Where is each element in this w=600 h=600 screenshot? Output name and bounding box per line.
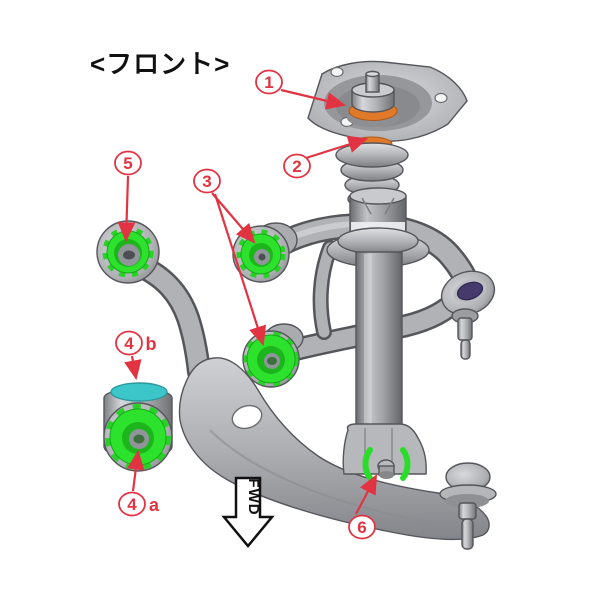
strut-lower-bracket: [342, 423, 427, 481]
lightening-hole: [231, 404, 263, 430]
lower-ball-joint: [439, 462, 497, 550]
svg-text:3: 3: [202, 172, 211, 191]
strut-body: [355, 251, 403, 431]
cap-4b-cyan: [110, 382, 168, 402]
page-title: <フロント>: [90, 49, 231, 79]
callout-2: 2: [283, 153, 311, 179]
callout-3: 3: [193, 168, 221, 194]
bushing-4a: [103, 402, 173, 472]
fwd-label: FWD: [245, 478, 262, 515]
callout-1: 1: [255, 69, 283, 95]
svg-text:6: 6: [357, 518, 366, 537]
purple-bushing: [456, 281, 484, 301]
bushing-3-lower: [242, 323, 304, 388]
bolt-hole: [434, 92, 448, 104]
spring-seat-collar: [326, 227, 430, 268]
svg-text:5: 5: [123, 154, 132, 173]
svg-text:1: 1: [264, 73, 273, 92]
mount-bushing-orange: [347, 70, 399, 127]
lower-arm-blade: [178, 357, 490, 541]
svg-text:4: 4: [127, 495, 137, 514]
svg-text:a: a: [149, 495, 160, 515]
bushing-3-upper: [232, 222, 298, 283]
callout-arrows: [117, 88, 378, 515]
callout-6: 6: [348, 514, 376, 540]
upper-ball-joint: [440, 270, 496, 360]
mount-6-highlight: [362, 447, 411, 481]
svg-text:4: 4: [124, 334, 134, 353]
bushing-5: [96, 220, 160, 284]
callout-4b: 4 b: [115, 330, 157, 356]
svg-text:b: b: [146, 334, 157, 354]
lower-control-arm: [96, 220, 490, 541]
callout-4a: 4 a: [118, 491, 160, 517]
svg-text:2: 2: [292, 157, 301, 176]
fwd-arrow: FWD: [221, 476, 275, 548]
callout-5: 5: [114, 150, 142, 176]
strut-assembly: [307, 60, 468, 431]
bolt-hole: [330, 66, 344, 78]
